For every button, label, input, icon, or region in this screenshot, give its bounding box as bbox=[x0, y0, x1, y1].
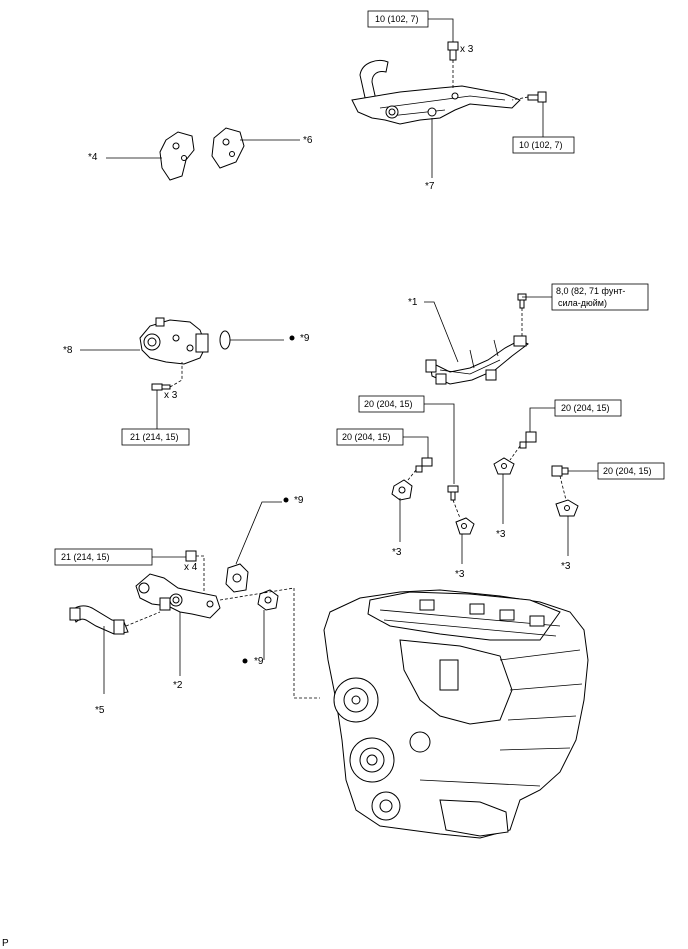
part-3-sensor-1 bbox=[391, 479, 413, 501]
torque-box-6: 20 (204, 15) bbox=[336, 428, 429, 458]
bullet-9-low bbox=[242, 658, 248, 664]
svg-text:8,0 (82, 71 фунт-: 8,0 (82, 71 фунт- bbox=[556, 286, 625, 296]
bolt-harness bbox=[517, 293, 527, 309]
qty-label-3: x 4 bbox=[184, 562, 198, 573]
callout-6: *6 bbox=[303, 135, 313, 146]
torque-box-5: 20 (204, 15) bbox=[358, 395, 455, 484]
callout-9-low: *9 bbox=[254, 656, 264, 667]
svg-text:21 (214, 15): 21 (214, 15) bbox=[130, 432, 179, 442]
part-1-harness bbox=[425, 335, 529, 385]
callout-4: *4 bbox=[88, 152, 98, 163]
install-line-engine bbox=[219, 587, 320, 699]
callout-3d: *3 bbox=[561, 561, 571, 572]
part-5-hose bbox=[69, 605, 129, 635]
leader-1 bbox=[424, 301, 459, 363]
svg-text:20 (204, 15): 20 (204, 15) bbox=[364, 399, 413, 409]
svg-text:21 (214, 15): 21 (214, 15) bbox=[61, 552, 110, 562]
bolt-top-1 bbox=[447, 41, 459, 61]
svg-text:20 (204, 15): 20 (204, 15) bbox=[342, 432, 391, 442]
torque-box-3: 8,0 (82, 71 фунт- сила-дюйм) bbox=[522, 283, 649, 311]
svg-text:10 (102, 7): 10 (102, 7) bbox=[519, 140, 563, 150]
part-4-cover bbox=[159, 131, 195, 181]
torque-box-9: 21 (214, 15) bbox=[54, 548, 186, 566]
bullet-9-top bbox=[289, 335, 295, 341]
part-9-gasket-b bbox=[257, 589, 279, 611]
bolt-inlet bbox=[185, 550, 197, 562]
install-line-sensor-3 bbox=[509, 445, 521, 461]
bolt-sensor-3 bbox=[519, 431, 537, 449]
install-line-inlet bbox=[196, 555, 205, 598]
torque-box-4: 21 (214, 15) bbox=[121, 390, 190, 446]
bolt-sensor-2 bbox=[447, 485, 459, 501]
callout-3a: *3 bbox=[392, 547, 402, 558]
torque-box-1: 10 (102, 7) bbox=[367, 10, 454, 42]
callout-3b: *3 bbox=[455, 569, 465, 580]
torque-box-8: 20 (204, 15) bbox=[566, 462, 665, 480]
qty-label-2: x 3 bbox=[164, 390, 178, 401]
callout-9-mid: *9 bbox=[294, 495, 304, 506]
svg-text:сила-дюйм): сила-дюйм) bbox=[558, 298, 607, 308]
bolt-sensor-4 bbox=[551, 465, 569, 477]
callout-2: *2 bbox=[173, 680, 183, 691]
svg-text:20 (204, 15): 20 (204, 15) bbox=[561, 403, 610, 413]
part-6-cover bbox=[211, 127, 245, 169]
svg-text:20 (204, 15): 20 (204, 15) bbox=[603, 466, 652, 476]
part-3-sensor-3 bbox=[493, 457, 515, 475]
corner-label: P bbox=[2, 938, 9, 949]
torque-box-7: 20 (204, 15) bbox=[529, 399, 622, 432]
svg-text:10 (102, 7): 10 (102, 7) bbox=[375, 14, 419, 24]
bullet-9-mid bbox=[283, 497, 289, 503]
part-3-sensor-2 bbox=[455, 517, 475, 535]
part-9-oring-top bbox=[219, 330, 231, 350]
callout-5: *5 bbox=[95, 705, 105, 716]
bolt-top-2 bbox=[527, 91, 547, 103]
callout-7: *7 bbox=[425, 181, 435, 192]
callout-3c: *3 bbox=[496, 529, 506, 540]
part-2-water-inlet bbox=[135, 573, 221, 619]
install-line-outlet bbox=[169, 362, 183, 388]
install-line-top-2 bbox=[511, 96, 529, 101]
part-9-gasket-a bbox=[225, 563, 249, 593]
install-line-sensor-1 bbox=[407, 469, 417, 481]
part-7-bypass-pipe bbox=[351, 60, 521, 125]
part-8-water-outlet bbox=[139, 317, 209, 365]
part-3-sensor-4 bbox=[555, 499, 579, 517]
install-line-sensor-4 bbox=[559, 475, 567, 501]
leader-9-mid bbox=[235, 501, 282, 565]
engine-block bbox=[323, 589, 589, 839]
install-line-sensor-2 bbox=[452, 499, 461, 519]
bolt-sensor-1 bbox=[415, 457, 433, 473]
qty-label-1: x 3 bbox=[460, 44, 474, 55]
callout-1: *1 bbox=[408, 297, 418, 308]
callout-9-top: *9 bbox=[300, 333, 310, 344]
install-line-hose bbox=[125, 611, 161, 627]
callout-8: *8 bbox=[63, 345, 73, 356]
torque-box-2: 10 (102, 7) bbox=[512, 102, 575, 154]
